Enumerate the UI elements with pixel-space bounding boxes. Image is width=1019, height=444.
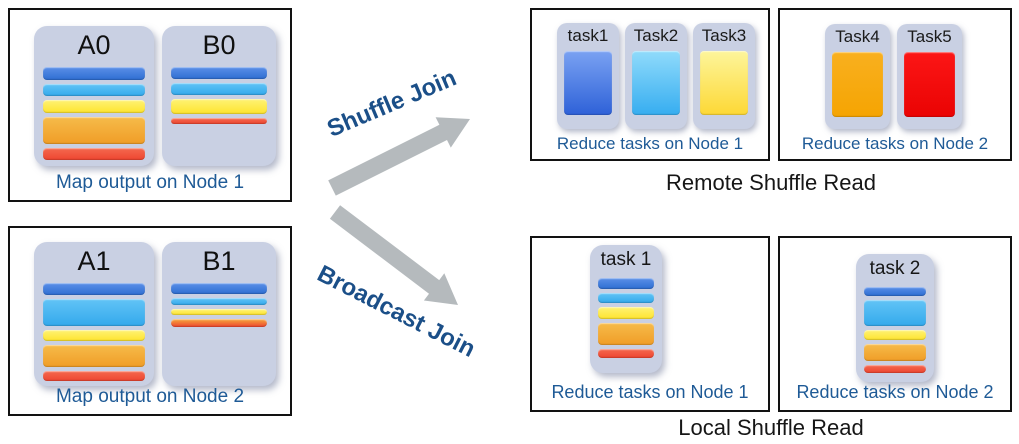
task-label: task1 [567,26,609,45]
sky-blue-stripe [171,298,267,305]
sky-blue-stripe [43,299,145,326]
orange-block-stripe [832,52,883,117]
map-node-2-caption: Map output on Node 2 [55,386,245,407]
red-block-stripe [904,52,955,117]
partition-title-a0: A0 [77,30,111,60]
blue-stripe [43,67,145,80]
task-fill [700,51,748,115]
partition-stripes-b0 [171,67,267,124]
yellow-block-stripe [700,51,748,115]
red-stripe [43,148,145,160]
partition-stripes-a0 [43,67,145,160]
task-stripes [864,287,926,373]
blue-stripe [171,283,267,294]
sky-blue-stripe [43,84,145,96]
map-node-1-caption: Map output on Node 1 [55,172,245,193]
reduce-box-remote-node-1: task1 Task2 Task3 Reduce tasks on Node 1 [530,8,770,161]
task-label: Task4 [835,27,880,46]
partition-card-b0: B0 [162,26,276,166]
sky-blue-stripe [598,293,654,303]
partition-card-a0: A0 [34,26,154,166]
reduce-node-1-caption: Reduce tasks on Node 1 [551,382,749,402]
task-card-task2: Task2 [625,23,687,129]
yellow-stripe [43,330,145,341]
remote-shuffle-read-title: Remote Shuffle Read [666,170,876,195]
reduce-node-2-caption: Reduce tasks on Node 2 [801,134,989,153]
sky-blue-stripe [864,300,926,326]
map-output-node-2-box: A1 B1 Map output on Node 2 [8,226,292,416]
task-fill [564,51,612,115]
task-label: task 1 [600,249,652,270]
map-output-node-1-box: A0 B0 Map output on Node 1 [8,8,292,202]
task-row: task1 Task2 Task3 [532,10,768,129]
task-card-task-2: task 2 [856,254,934,382]
blue-block-stripe [564,51,612,115]
orange-stripe [864,344,926,361]
yellow-stripe [598,307,654,319]
partition-card-b1: B1 [162,242,276,386]
task-card-task5: Task5 [897,24,962,129]
partition-card-a1: A1 [34,242,154,386]
task-card-task-1: task 1 [590,245,662,373]
orange-stripe [43,117,145,144]
task-label: task 2 [869,258,921,279]
partition-stripes-a1 [43,283,145,381]
yellow-stripe [864,330,926,340]
yellow-stripe [171,309,267,315]
orange-stripe [43,345,145,367]
task-label: Task3 [701,26,747,45]
red-stripe [598,349,654,358]
task-fill [632,51,680,115]
task-fill [904,52,955,117]
join-arrows [328,117,470,305]
orange-stripe [598,323,654,345]
blue-stripe [171,67,267,79]
partition-title-a1: A1 [77,246,111,276]
blue-stripe [598,278,654,289]
sky-blue-stripe [171,83,267,95]
task-card-task4: Task4 [825,24,890,129]
partition-title-b1: B1 [202,246,236,276]
blue-stripe [43,283,145,295]
task-row: Task4 Task5 [780,10,1010,129]
reduce-box-local-node-2: task 2 Reduce tasks on Node 2 [778,236,1012,412]
task-fill [832,52,883,117]
reduce-box-local-node-1: task 1 Reduce tasks on Node 1 [530,236,770,412]
task-card-task1: task1 [557,23,619,129]
yellow-stripe [171,99,267,114]
orange-red-stripe [171,319,267,327]
reduce-node-2-caption: Reduce tasks on Node 2 [796,382,994,402]
reduce-box-remote-node-2: Task4 Task5 Reduce tasks on Node 2 [778,8,1012,161]
red-stripe [43,371,145,381]
task-label: Task5 [907,27,952,46]
task-label: Task2 [633,26,679,45]
red-stripe [864,365,926,373]
blue-stripe [864,287,926,296]
task-card-task3: Task3 [693,23,755,129]
red-stripe [171,118,267,124]
sky-blue-block-stripe [632,51,680,115]
reduce-node-1-caption: Reduce tasks on Node 1 [556,134,744,153]
partition-stripes-b1 [171,283,267,327]
broadcast-join-arrow-icon [329,205,458,305]
local-shuffle-read-title: Local Shuffle Read [678,415,864,440]
shuffle-join-arrow-icon [328,117,470,196]
yellow-stripe [43,100,145,113]
task-stripes [598,278,654,358]
partition-title-b0: B0 [202,30,236,60]
